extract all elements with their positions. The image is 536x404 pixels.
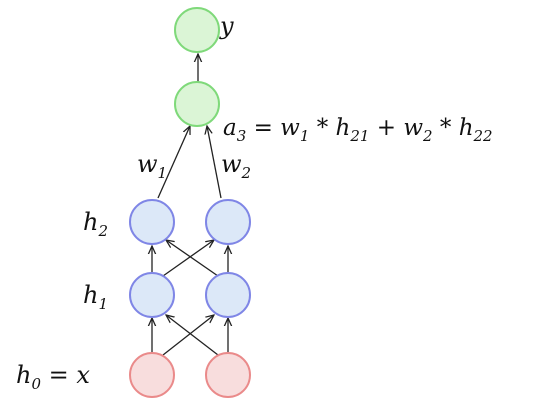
label-w1: w1 [137, 150, 167, 182]
edge-h2b-a3 [207, 126, 222, 199]
nodes [129, 7, 251, 398]
output-node-y [174, 7, 220, 53]
edge-h1b-h2a [166, 240, 219, 277]
node-h2-1 [129, 199, 175, 245]
label-h1: h1 [83, 281, 108, 313]
node-h2-2 [205, 199, 251, 245]
label-h2: h2 [83, 208, 108, 240]
node-a3 [174, 81, 220, 127]
input-node-2 [205, 352, 251, 398]
input-node-1 [129, 352, 175, 398]
edge-h0a-h1b [162, 315, 214, 356]
node-h1-2 [205, 272, 251, 318]
edge-h0b-h1a [166, 315, 219, 356]
label-a3-equation: a3 = w1 * h21 + w2 * h22 [223, 115, 493, 145]
node-h1-1 [129, 272, 175, 318]
label-y: y [219, 12, 234, 40]
label-w2: w2 [221, 150, 251, 182]
edge-h1a-h2b [162, 240, 214, 277]
edges [152, 54, 228, 356]
label-h0-equals-x: h0 = x [16, 361, 90, 393]
edge-h2a-a3 [157, 126, 190, 199]
labels: y a3 = w1 * h21 + w2 * h22 w1 w2 h2 h1 h… [16, 12, 493, 393]
